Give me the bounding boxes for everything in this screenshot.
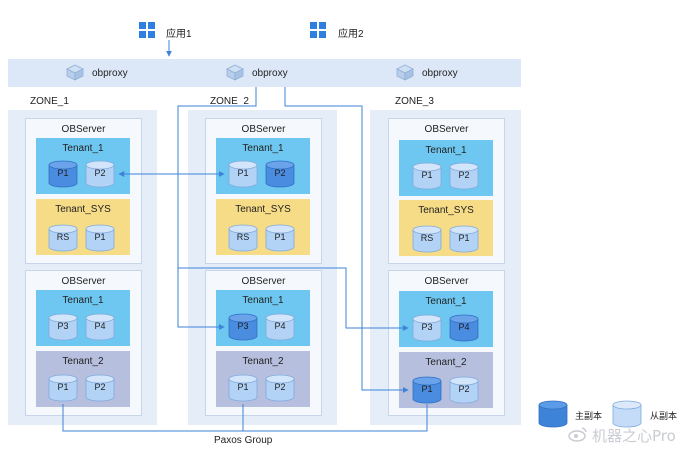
replica-label: P1 xyxy=(237,168,249,178)
follower-replica-icon: P3 xyxy=(412,314,442,342)
replica-label: P1 xyxy=(458,233,470,243)
follower-replica-icon: P2 xyxy=(265,374,295,402)
tenant-title: Tenant_2 xyxy=(242,356,284,367)
replica-label: P3 xyxy=(57,321,69,331)
follower-replica-icon: P1 xyxy=(85,224,115,252)
tenant-title: Tenant_2 xyxy=(62,356,104,367)
observer-label: OBServer xyxy=(241,276,286,287)
observer-label: OBServer xyxy=(61,276,106,287)
app-1-label: 应用1 xyxy=(166,29,192,40)
proxy-2-label: obproxy xyxy=(252,68,288,79)
follower-replica-icon: P1 xyxy=(48,374,78,402)
follower-replica-icon: P4 xyxy=(265,313,295,341)
leader-replica-icon: P3 xyxy=(228,313,258,341)
zone-1-label: ZONE_1 xyxy=(30,96,69,107)
windows-icon xyxy=(310,22,326,38)
follower-replica-icon: P2 xyxy=(85,160,115,188)
watermark-text: 机器之心Pro xyxy=(592,427,676,445)
replica-label: P1 xyxy=(57,382,69,392)
follower-replica-icon: P2 xyxy=(449,376,479,404)
replica-label: P3 xyxy=(421,322,433,332)
leader-replica-icon: P2 xyxy=(265,160,295,188)
tenant-title: Tenant_1 xyxy=(62,143,104,154)
observer-label: OBServer xyxy=(241,124,286,135)
follower-replica-icon: P3 xyxy=(48,313,78,341)
proxy-icon xyxy=(66,64,84,82)
proxy-3-label: obproxy xyxy=(422,68,458,79)
replica-label: P2 xyxy=(274,168,286,178)
follower-replica-icon: P1 xyxy=(265,224,295,252)
follower-replica-icon: RS xyxy=(412,225,442,253)
tenant-title: Tenant_1 xyxy=(242,295,284,306)
replica-label: P1 xyxy=(274,232,286,242)
replica-label: P2 xyxy=(94,382,106,392)
connector-route-p3 xyxy=(177,87,257,330)
replica-label: P4 xyxy=(274,321,286,331)
replica-label: RS xyxy=(420,233,434,243)
follower-replica-icon: P1 xyxy=(228,160,258,188)
legend-follower-icon xyxy=(612,400,642,428)
follower-replica-icon: P2 xyxy=(85,374,115,402)
replica-label: P3 xyxy=(237,321,249,331)
tenant-title: Tenant_1 xyxy=(62,295,104,306)
replica-label: P1 xyxy=(57,168,69,178)
replica-label: P4 xyxy=(458,322,470,332)
replica-label: P1 xyxy=(94,232,106,242)
replica-label: P1 xyxy=(421,170,433,180)
leader-replica-icon: P1 xyxy=(412,376,442,404)
follower-replica-icon: P1 xyxy=(228,374,258,402)
leader-replica-icon: P4 xyxy=(449,314,479,342)
legend-leader-label: 主副本 xyxy=(575,411,603,421)
follower-replica-icon: P4 xyxy=(85,313,115,341)
windows-icon xyxy=(139,22,155,38)
legend-follower-label: 从副本 xyxy=(650,411,678,421)
tenant-title: Tenant_1 xyxy=(425,296,467,307)
replica-label: P2 xyxy=(274,382,286,392)
zone-3-label: ZONE_3 xyxy=(395,96,434,107)
paxos-group-line xyxy=(62,404,428,432)
replica-label: P1 xyxy=(237,382,249,392)
tenant-title: Tenant_1 xyxy=(242,143,284,154)
observer-label: OBServer xyxy=(424,276,469,287)
legend-leader-icon xyxy=(538,400,568,428)
proxy-layer xyxy=(8,59,521,87)
tenant-title: Tenant_1 xyxy=(425,145,467,156)
tenant-title: Tenant_SYS xyxy=(55,204,111,215)
paxos-group-label: Paxos Group xyxy=(214,435,273,446)
connector-route-z3-p1 xyxy=(284,87,409,393)
replica-label: P4 xyxy=(94,321,106,331)
replica-label: P2 xyxy=(94,168,106,178)
tenant-title: Tenant_SYS xyxy=(418,205,474,216)
zone-2-label: ZONE_2 xyxy=(210,96,249,107)
follower-replica-icon: RS xyxy=(228,224,258,252)
follower-replica-icon: P1 xyxy=(412,162,442,190)
proxy-icon xyxy=(226,64,244,82)
leader-replica-icon: P1 xyxy=(48,160,78,188)
follower-replica-icon: P1 xyxy=(449,225,479,253)
tenant-title: Tenant_2 xyxy=(425,357,467,368)
replica-label: RS xyxy=(56,232,70,242)
connector-route-z3-p3 xyxy=(178,267,409,331)
weibo-logo-icon xyxy=(568,426,588,442)
replica-label: P1 xyxy=(421,384,433,394)
follower-replica-icon: P2 xyxy=(449,162,479,190)
proxy-1-label: obproxy xyxy=(92,68,128,79)
replica-label: P2 xyxy=(458,384,470,394)
replica-label: P2 xyxy=(458,170,470,180)
app-2-label: 应用2 xyxy=(338,29,364,40)
replica-label: RS xyxy=(236,232,250,242)
proxy-icon xyxy=(396,64,414,82)
follower-replica-icon: RS xyxy=(48,224,78,252)
observer-label: OBServer xyxy=(61,124,106,135)
observer-label: OBServer xyxy=(424,124,469,135)
tenant-title: Tenant_SYS xyxy=(235,204,291,215)
